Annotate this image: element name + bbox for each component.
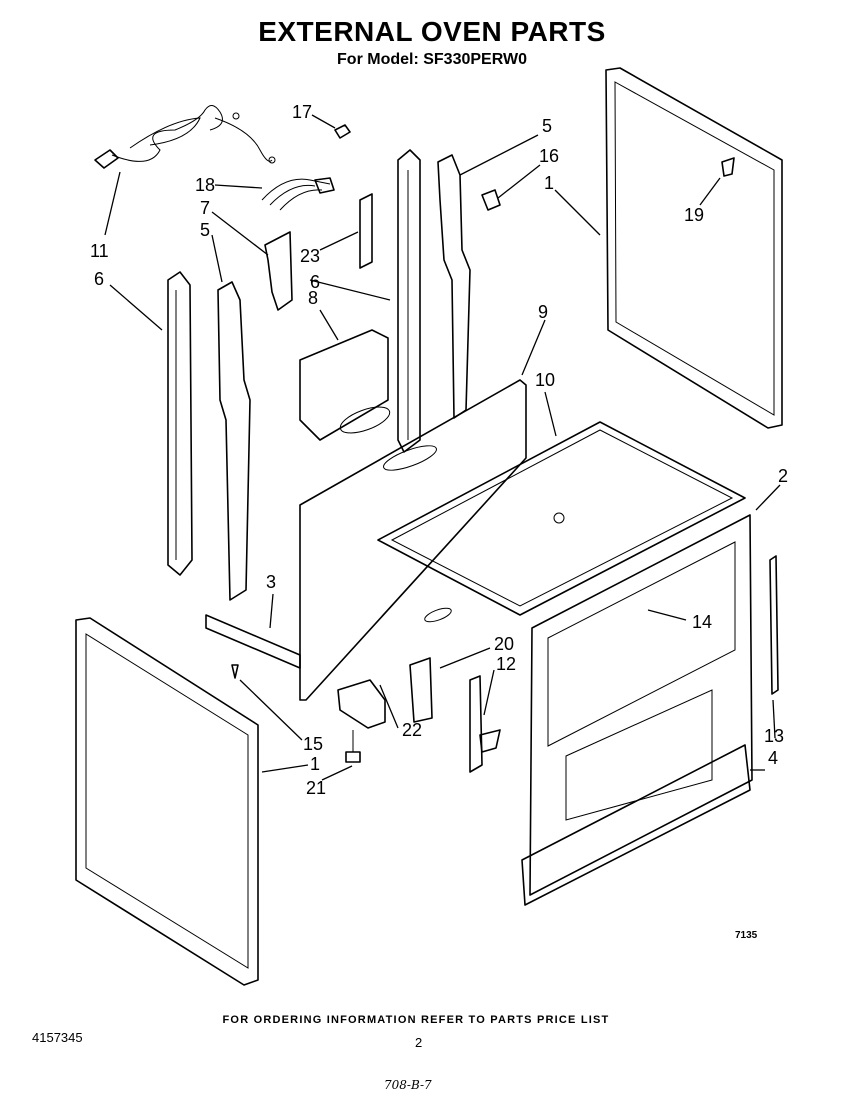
bracket-part-7 [264,231,293,311]
callout-18: 18 [195,175,215,195]
toe-kick-part-4 [521,744,751,906]
callout-6-left: 6 [94,269,104,289]
callout-21: 21 [306,778,326,798]
callout-5-left: 5 [200,220,210,240]
callout-7: 7 [200,198,210,218]
clip-part-17 [334,124,351,139]
vent-duct-part-8 [299,329,391,441]
side-frame-part-6-left [167,271,193,576]
callout-11: 11 [90,241,109,261]
trim-strip-part-13 [769,555,779,695]
callout-15: 15 [303,734,323,754]
callout-4: 4 [768,748,778,768]
callout-14: 14 [692,612,712,632]
callout-19: 19 [684,205,704,225]
model-subtitle: For Model: SF330PERW0 [337,51,527,68]
power-cord-part [94,105,276,169]
leg-part-22 [337,679,386,729]
callout-17: 17 [292,102,312,122]
rail-part-5-right [437,154,471,419]
document-number: 4157345 [32,1030,83,1045]
leveling-leg-part-21 [345,730,361,763]
ordering-note: FOR ORDERING INFORMATION REFER TO PARTS … [222,1014,610,1026]
page-number: 2 [415,1035,423,1050]
callout-9: 9 [538,302,548,322]
page-title: EXTERNAL OVEN PARTS [258,16,606,47]
hinge-part-12 [469,675,501,773]
front-frame-part-2 [529,514,753,896]
back-panel-part-9 [299,379,527,701]
side-panel-part-1-right [605,67,783,429]
callout-3: 3 [266,572,276,592]
callout-1-left: 1 [310,754,320,774]
callout-23: 23 [300,246,320,266]
callout-1-right: 1 [544,173,554,193]
handwritten-note: 708-B-7 [384,1078,432,1092]
rail-part-3 [205,614,301,669]
cooktop-panel-part-10 [377,421,746,616]
callout-22: 22 [402,720,422,740]
rail-part-5-left [217,281,251,601]
drawing-number: 7135 [735,930,758,941]
callout-8: 8 [308,288,318,308]
callout-5-right: 5 [542,116,552,136]
callout-6-center: 6 [310,272,320,292]
callout-12: 12 [496,654,516,674]
callout-20: 20 [494,634,514,654]
screw-part-15 [231,664,239,679]
callout-2: 2 [778,466,788,486]
bracket-part-20 [409,657,433,723]
callout-16: 16 [539,146,559,166]
side-panel-part-1-left [75,617,259,986]
wire-harness-part-18 [261,177,335,211]
grommet-part-16 [481,189,501,211]
callout-13: 13 [764,726,784,746]
callout-10: 10 [535,370,555,390]
side-frame-part-6-center [359,149,421,453]
leader-lines [104,114,781,781]
